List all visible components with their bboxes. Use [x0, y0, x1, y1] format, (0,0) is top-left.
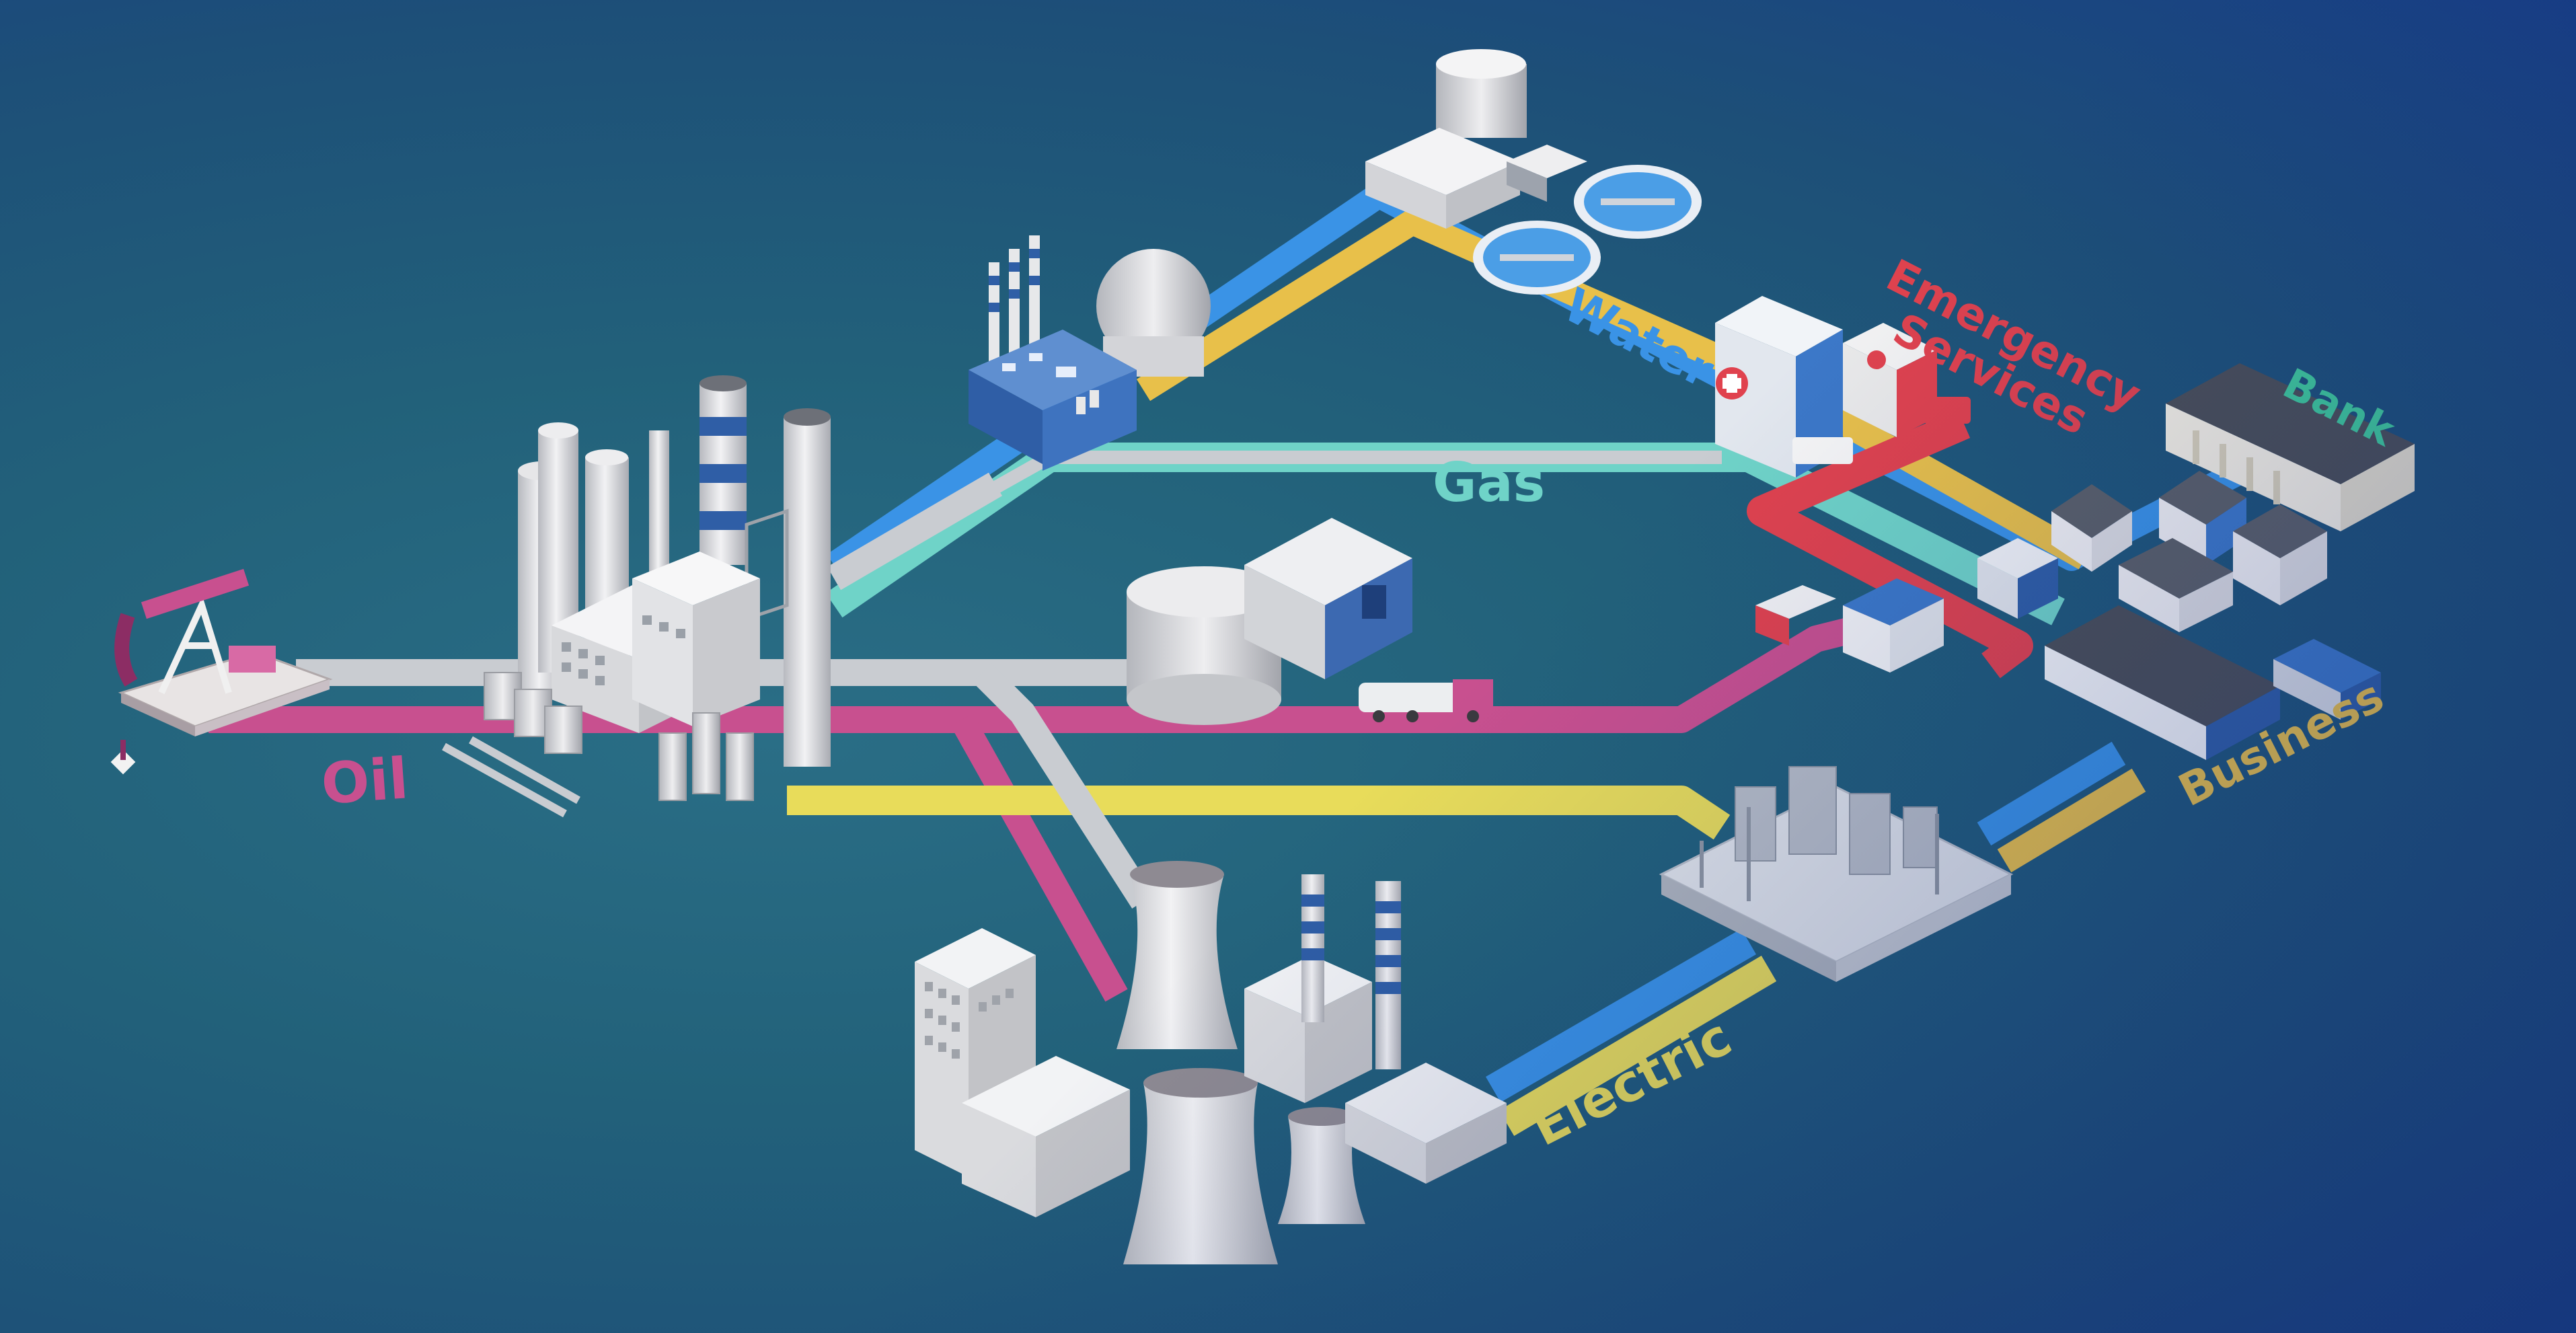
emergency-line — [1747, 409, 2033, 679]
oil-branch-line — [950, 713, 1128, 1002]
gas-processing-plant — [969, 235, 1211, 471]
water-treatment-plant — [1365, 49, 1702, 295]
storage-tank-depot — [1127, 518, 1493, 725]
residential-houses — [1977, 471, 2327, 632]
electric-line-main — [787, 786, 1731, 840]
electric-line-plant-yellow — [1499, 956, 1777, 1136]
plant-pipe — [972, 662, 1155, 909]
gas-label: Gas — [1433, 451, 1545, 514]
electric-line-plant — [1485, 928, 1757, 1103]
business-line-upper — [1136, 209, 2092, 570]
refinery — [442, 375, 831, 818]
business-buildings — [1755, 578, 2381, 760]
water-label: Water — [1555, 277, 1722, 399]
electrical-substation — [1659, 766, 2014, 982]
business-line-blue — [1977, 741, 2126, 846]
oil-label: Oil — [319, 745, 411, 817]
oil-pumpjack — [110, 568, 333, 775]
business-line-yellow — [1997, 768, 2146, 873]
power-plant — [915, 861, 1507, 1264]
bank-building — [2166, 363, 2415, 531]
emergency-services-buildings — [1715, 296, 1971, 478]
refinery-pipe-up — [827, 472, 1003, 591]
